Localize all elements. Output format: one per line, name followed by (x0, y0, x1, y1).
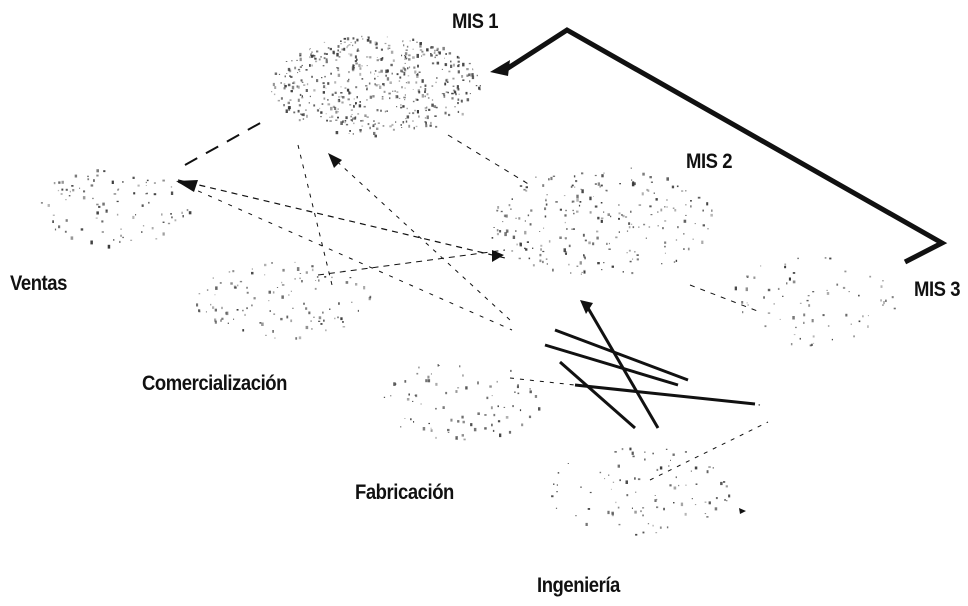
link-solid-5 (574, 383, 756, 406)
mis-2-label: MIS 2 (686, 150, 733, 173)
ventas-label: Ventas (10, 272, 67, 295)
link-mis1-comercializacion (297, 144, 333, 286)
link-mis1-mis2 (447, 134, 531, 186)
fabricacion-cluster (383, 364, 541, 441)
ventas-cluster (40, 169, 192, 249)
link-ventas-mis2 (177, 179, 506, 259)
link-solid-1 (554, 328, 689, 382)
information-links (176, 27, 948, 514)
arrowhead-mis1-left (328, 153, 342, 168)
mis-1-label: MIS 1 (452, 10, 499, 33)
link-solid-4 (586, 307, 660, 429)
link-fabricacion-ingenieria (509, 377, 761, 406)
ingenieria-label: Ingeniería (537, 574, 620, 597)
link-solid-3 (559, 360, 636, 430)
arrowhead-mis2-left (492, 250, 504, 262)
mis1-mis3-connector (503, 27, 948, 265)
ingenieria-cluster (551, 447, 731, 536)
fabricacion-label: Fabricación (355, 481, 454, 504)
comercializacion-cluster (196, 261, 372, 340)
link-mis2-mis3 (689, 284, 761, 313)
arrowhead-ingenieria (739, 508, 746, 514)
comercializacion-label: Comercialización (142, 372, 287, 395)
link-ventas-mis1 (184, 121, 263, 166)
link-comercializacion-mis1 (329, 154, 511, 321)
mis2-cluster (491, 167, 713, 275)
arrowhead-ventas (176, 180, 198, 192)
mis3-cluster (734, 257, 896, 347)
arrowhead-solid (580, 300, 593, 314)
link-solid-2 (544, 343, 679, 387)
link-comercializacion-mis2 (317, 249, 506, 276)
link-ingenieria-fabricacion (649, 421, 769, 481)
department-clusters (40, 35, 896, 536)
mis-3-label: MIS 3 (914, 278, 961, 301)
mis1-cluster (271, 35, 481, 138)
mis1-arrowhead (490, 60, 510, 76)
